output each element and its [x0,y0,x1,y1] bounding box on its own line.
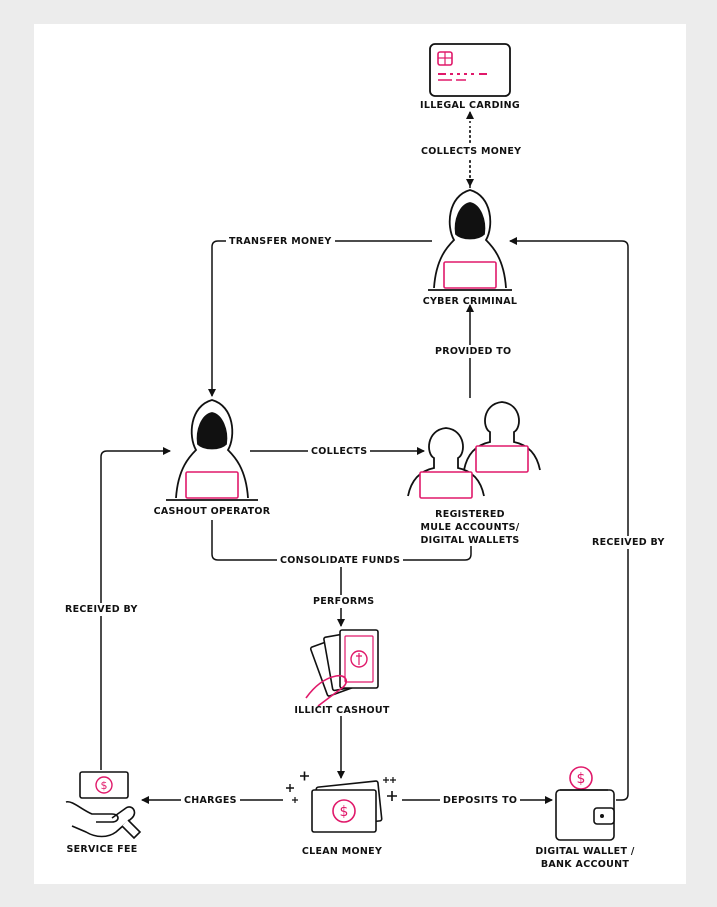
node-clean-money: CLEAN MONEY [301,846,383,857]
people-laptop-icon [407,401,541,499]
edge-label-deposits-to: DEPOSITS TO [440,794,521,807]
svg-text:$: $ [101,779,108,792]
banknote-icon: $ [286,771,397,833]
credit-card-icon [429,43,511,97]
edge-label-performs: PERFORMS [310,595,378,608]
hooded-hacker-icon [428,189,512,291]
node-cyber-criminal: CYBER CRIMINAL [422,296,518,307]
edge-received-by-left [100,447,171,770]
svg-text:$: $ [340,804,349,820]
hooded-hacker-icon [166,399,258,501]
node-illicit-cashout: ILLICIT CASHOUT [294,705,390,716]
edge-label-consolidate-funds: CONSOLIDATE FUNDS [277,554,404,567]
edge-label-charges: CHARGES [181,794,240,807]
edge-label-received-by-right: RECEIVED BY [589,536,668,549]
edge-label-provided-to: PROVIDED TO [432,345,515,358]
edge-label-transfer-money: TRANSFER MONEY [226,235,335,248]
mule-line-2: MULE ACCOUNTS/ [420,522,520,533]
wallet-line-2: BANK ACCOUNT [540,859,630,870]
wallet-icon: $ [555,766,615,841]
edge-label-received-by-left: RECEIVED BY [62,603,141,616]
node-mule-accounts: REGISTERED MULE ACCOUNTS/ DIGITAL WALLET… [400,508,540,547]
cash-bundle-icon [305,629,379,707]
connectors [100,111,629,804]
hand-cash-icon: $ [65,771,142,840]
edge-transfer-money [208,240,432,397]
node-cashout-operator: CASHOUT OPERATOR [153,506,271,517]
edge-label-collects-money: COLLECTS MONEY [418,145,525,158]
edge-received-by-right [509,237,629,801]
svg-text:$: $ [577,771,586,787]
node-service-fee: SERVICE FEE [66,844,138,855]
mule-line-1: REGISTERED [435,509,505,520]
edge-label-collects: COLLECTS [308,445,371,458]
node-digital-wallet: DIGITAL WALLET / BANK ACCOUNT [525,845,645,871]
node-illegal-carding: ILLEGAL CARDING [420,100,520,111]
wallet-line-1: DIGITAL WALLET / [535,846,635,857]
mule-line-3: DIGITAL WALLETS [420,535,520,546]
